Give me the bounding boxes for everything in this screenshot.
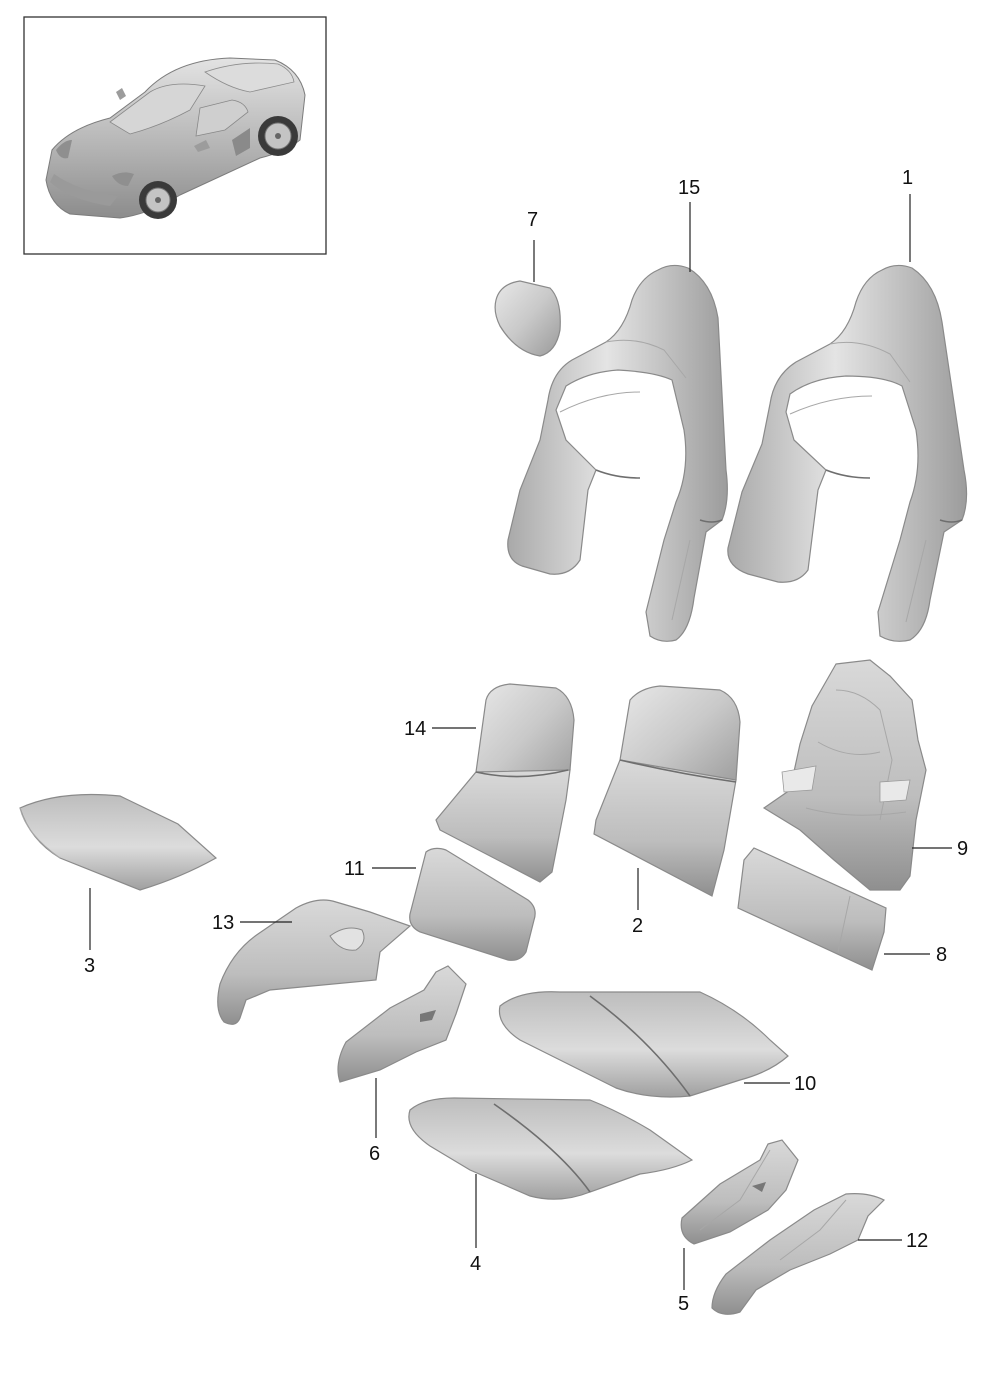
- callout-5: 5: [678, 1293, 689, 1315]
- vehicle-thumbnail: [23, 16, 327, 255]
- callout-4: 4: [470, 1253, 481, 1275]
- part-3-cushion-block: [19, 793, 218, 891]
- callout-12: 12: [906, 1230, 928, 1252]
- callout-3: 3: [84, 955, 95, 977]
- callout-13: 13: [212, 912, 234, 934]
- part-8-lower-backrest-pad: [737, 847, 887, 971]
- part-13-side-bracket: [217, 899, 412, 1025]
- callout-15: 15: [678, 177, 700, 199]
- callout-6: 6: [369, 1143, 380, 1165]
- part-5-side-trim: [680, 1139, 799, 1245]
- callout-7: 7: [527, 209, 538, 231]
- part-12-side-trim: [711, 1193, 886, 1315]
- part-10-seat-cushion: [498, 991, 789, 1098]
- callout-2: 2: [632, 915, 643, 937]
- part-14-upper-backrest-pad: [435, 683, 575, 883]
- part-15-backrest-frame: [507, 264, 728, 642]
- part-6-side-panel: [337, 965, 467, 1083]
- part-11-bolster-pad: [409, 847, 536, 961]
- callout-11: 11: [344, 858, 365, 880]
- callout-1: 1: [902, 167, 913, 189]
- callout-10: 10: [794, 1073, 816, 1095]
- callout-9: 9: [957, 838, 968, 860]
- part-9-backrest-shell: [762, 659, 927, 891]
- callout-8: 8: [936, 944, 947, 966]
- callout-labels: 1 2 3 4 5 6 7 8 9 10 11 12 13 14 15: [84, 167, 968, 1315]
- callout-14: 14: [404, 718, 426, 740]
- leader-lines: [89, 194, 952, 1290]
- part-2-backrest-pad: [593, 685, 741, 897]
- part-4-seat-cushion: [408, 1097, 694, 1200]
- part-1-backrest-frame: [727, 264, 968, 642]
- part-7-headrest-pad: [494, 280, 561, 357]
- car-illustration: [45, 57, 306, 219]
